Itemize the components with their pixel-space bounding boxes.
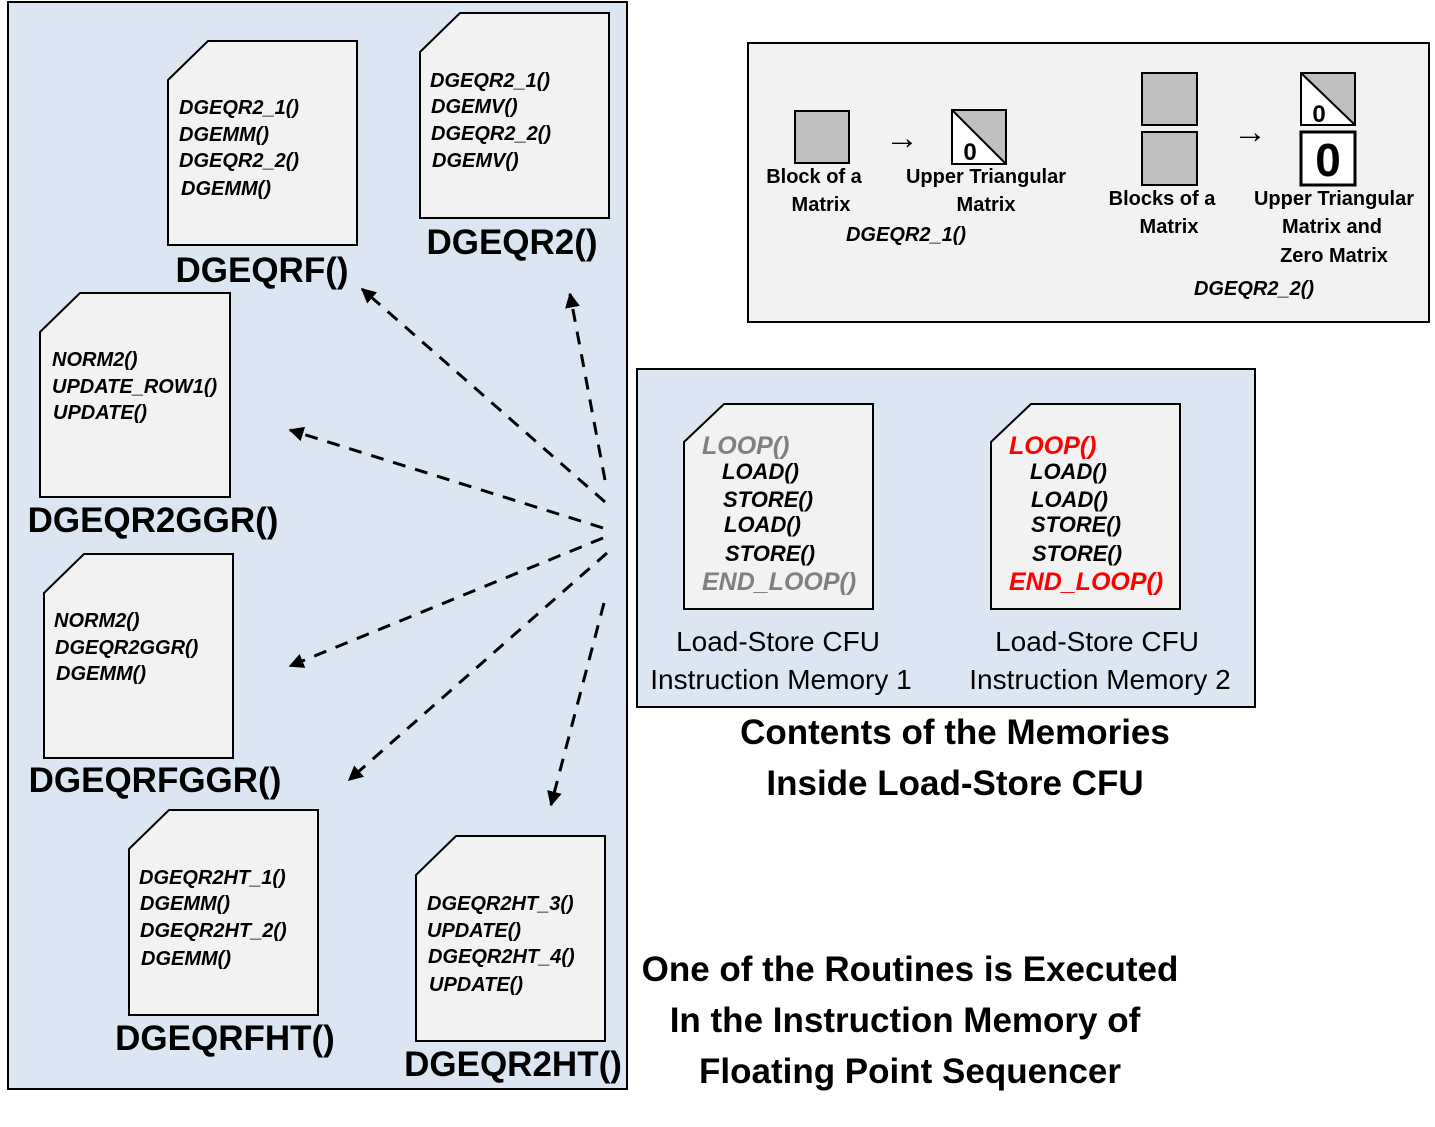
routine-line: DGEMM() — [179, 124, 269, 146]
routine-line: UPDATE() — [53, 402, 147, 424]
instruction-memory-2: LOOP() LOAD() LOAD() STORE() STORE() END… — [969, 403, 1231, 695]
memory-line: LOAD() — [1031, 487, 1108, 512]
memory-label: Load-Store CFU — [995, 626, 1199, 657]
bottom-caption: In the Instruction Memory of — [670, 1001, 1141, 1040]
memory-line: LOAD() — [724, 512, 801, 537]
legend-label: Matrix and — [1282, 216, 1382, 238]
routine-name: DGEQR2GGR() — [28, 501, 279, 540]
memory-line: STORE() — [725, 541, 815, 566]
routine-line: DGEMV() — [432, 150, 519, 172]
routine-line: DGEQR2HT_1() — [139, 867, 286, 889]
dispatch-arrows — [288, 287, 608, 807]
legend-upper-triangular: 0 Upper Triangular Matrix — [906, 109, 1066, 216]
legend-arrow-icon: → — [885, 119, 919, 157]
bottom-caption: Floating Point Sequencer — [699, 1052, 1121, 1091]
bottom-caption: One of the Routines is Executed — [642, 950, 1179, 989]
memories-caption: Contents of the Memories — [740, 713, 1170, 752]
legend-caption-dgeqr2-2: DGEQR2_2() — [1194, 278, 1314, 300]
zero-matrix-square — [1299, 130, 1357, 187]
legend-arrow-icon: → — [1233, 113, 1267, 151]
routine-line: DGEMV() — [431, 96, 518, 118]
memory-line: LOAD() — [1030, 459, 1107, 484]
arrow-to-dgeqrfggr — [288, 536, 604, 668]
routine-name: DGEQRF() — [175, 251, 348, 290]
routine-line: DGEMM() — [181, 178, 271, 200]
matrix-block-square — [1141, 131, 1198, 186]
arrow-to-dgeqr2 — [565, 292, 607, 481]
routine-name: DGEQR2HT() — [404, 1045, 622, 1084]
routine-line: UPDATE() — [427, 920, 521, 942]
legend-label: Upper Triangular — [906, 166, 1066, 188]
routine-line: DGEMM() — [140, 893, 230, 915]
memory-label: Instruction Memory 2 — [969, 664, 1230, 695]
legend-label: Blocks of a — [1109, 188, 1217, 210]
loop-start: LOOP() — [702, 432, 790, 460]
routine-doc-dgeqrfggr: NORM2() DGEQR2GGR() DGEMM() DGEQRFGGR() — [29, 553, 282, 800]
routine-line: DGEQR2HT_3() — [427, 893, 574, 915]
legend-caption-dgeqr2-1: DGEQR2_1() — [846, 224, 966, 246]
memory-line: LOAD() — [722, 459, 799, 484]
routine-line: UPDATE() — [429, 974, 523, 996]
arrow-to-dgeqrfht — [347, 551, 608, 782]
loop-end: END_LOOP() — [702, 568, 856, 596]
arrow-to-dgeqr2ggr — [288, 426, 604, 530]
matrix-block-square — [1141, 72, 1198, 126]
routine-line: NORM2() — [52, 349, 138, 371]
routine-doc-dgeqrf: DGEQR2_1() DGEMM() DGEQR2_2() DGEMM() DG… — [167, 40, 358, 290]
memories-caption: Inside Load-Store CFU — [766, 764, 1143, 803]
legend-label: Matrix — [957, 194, 1016, 216]
zero-label: 0 — [963, 139, 976, 166]
routine-name: DGEQRFGGR() — [29, 761, 282, 800]
legend-block-of-matrix: Block of a Matrix — [766, 110, 863, 216]
arrow-to-dgeqr2ht — [547, 602, 606, 807]
routine-line: DGEQR2GGR() — [55, 637, 199, 659]
routine-doc-dgeqrfht: DGEQR2HT_1() DGEMM() DGEQR2HT_2() DGEMM(… — [115, 809, 335, 1058]
routine-line: DGEMM() — [141, 948, 231, 970]
matrix-block-square — [794, 110, 850, 164]
legend-label: Block of a — [766, 166, 862, 188]
routine-line: DGEMM() — [56, 663, 146, 685]
loop-start: LOOP() — [1009, 432, 1097, 460]
legend-upper-and-zero: 0 0 Upper Triangular Matrix and Zero Mat… — [1254, 72, 1414, 267]
routine-doc-dgeqr2ht: DGEQR2HT_3() UPDATE() DGEQR2HT_4() UPDAT… — [404, 835, 622, 1084]
routine-doc-dgeqr2: DGEQR2_1() DGEMV() DGEQR2_2() DGEMV() DG… — [419, 12, 610, 262]
legend-label: Zero Matrix — [1280, 245, 1388, 267]
memory-line: STORE() — [1032, 541, 1122, 566]
loop-end: END_LOOP() — [1009, 568, 1163, 596]
legend-label: Matrix — [1140, 216, 1199, 238]
routine-line: DGEQR2HT_2() — [140, 920, 287, 942]
routine-name: DGEQRFHT() — [115, 1019, 335, 1058]
routine-line: DGEQR2_1() — [179, 97, 299, 119]
routine-line: UPDATE_ROW1() — [52, 376, 218, 398]
routine-doc-dgeqr2ggr: NORM2() UPDATE_ROW1() UPDATE() DGEQR2GGR… — [28, 292, 279, 540]
zero-label: 0 — [1315, 134, 1341, 186]
legend-label: Upper Triangular — [1254, 188, 1414, 210]
routine-line: DGEQR2HT_4() — [428, 946, 575, 968]
legend-label: Matrix — [792, 194, 851, 216]
memory-line: STORE() — [723, 487, 813, 512]
routine-name: DGEQR2() — [426, 223, 597, 262]
legend-blocks-of-matrix: Blocks of a Matrix — [1109, 72, 1217, 238]
instruction-memory-1: LOOP() LOAD() STORE() LOAD() STORE() END… — [650, 403, 912, 695]
routine-line: DGEQR2_2() — [179, 150, 299, 172]
routine-line: DGEQR2_1() — [430, 70, 550, 92]
memory-line: STORE() — [1031, 512, 1121, 537]
routine-line: NORM2() — [54, 610, 140, 632]
zero-label: 0 — [1312, 101, 1325, 128]
routine-line: DGEQR2_2() — [431, 123, 551, 145]
arrow-to-dgeqrf — [360, 287, 606, 504]
memory-label: Load-Store CFU — [676, 626, 880, 657]
memory-label: Instruction Memory 1 — [650, 664, 911, 695]
